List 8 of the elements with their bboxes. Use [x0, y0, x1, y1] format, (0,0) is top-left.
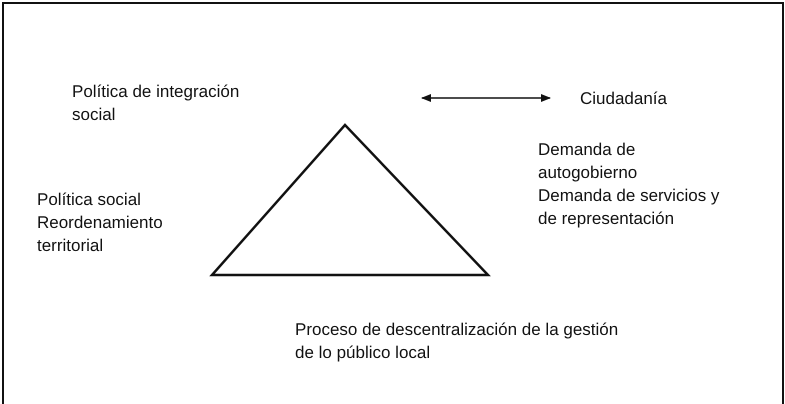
double-arrow	[421, 94, 551, 102]
side-label: Política social	[37, 189, 142, 211]
side-label: Demanda de autogobierno	[538, 139, 638, 184]
side-label: Demanda de servicios y de representación	[538, 185, 720, 230]
node-text: Ciudadanía	[580, 88, 668, 110]
side-label: Proceso de descentralización de la gestión de lo público local	[295, 319, 620, 364]
node-text: Política de integración social	[72, 81, 240, 126]
side-label: Reordenamiento territorial	[37, 212, 164, 257]
